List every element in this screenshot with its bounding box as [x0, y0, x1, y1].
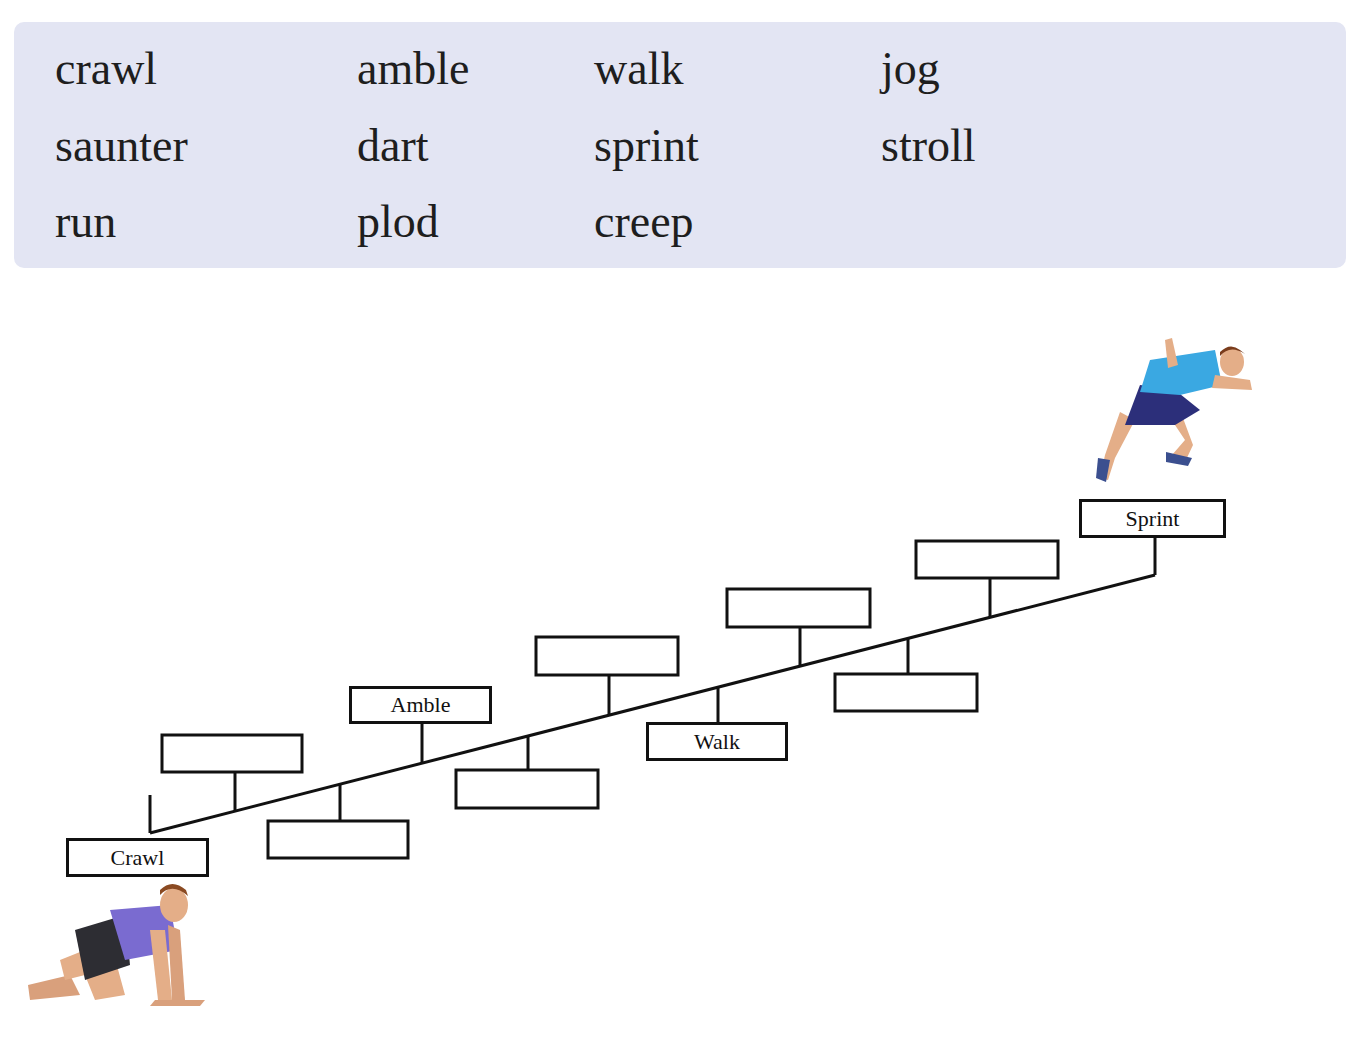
- shoe: [1166, 452, 1192, 466]
- arm: [150, 930, 172, 1000]
- word-bank-word: dart: [357, 120, 429, 172]
- step-label: Sprint: [1126, 506, 1180, 532]
- step-box: Crawl: [66, 838, 209, 877]
- step-box: Amble: [349, 686, 492, 724]
- head: [160, 888, 188, 922]
- hair: [160, 884, 188, 896]
- start-stub: [149, 795, 152, 833]
- shirt: [1140, 350, 1222, 395]
- arm: [1165, 338, 1178, 368]
- word-bank-word: creep: [594, 196, 694, 248]
- step-label: Amble: [391, 692, 451, 718]
- stem: [527, 736, 530, 770]
- word-bank-word: stroll: [881, 120, 976, 172]
- stem: [234, 772, 237, 811]
- diagonal-line: [150, 575, 1155, 833]
- empty-step-box: [536, 637, 678, 675]
- stem: [799, 627, 802, 666]
- empty-step-box: [727, 589, 870, 627]
- empty-step-box: [162, 735, 302, 772]
- stem: [1154, 537, 1157, 575]
- word-bank-word: saunter: [55, 120, 188, 172]
- empty-step-box: [835, 674, 977, 711]
- word-bank-word: crawl: [55, 43, 157, 95]
- empty-step-box: [268, 821, 408, 858]
- word-bank-word: run: [55, 196, 116, 248]
- empty-step-box: [916, 541, 1058, 578]
- hair: [1220, 346, 1245, 356]
- step-box: Sprint: [1079, 499, 1226, 538]
- foot: [28, 975, 80, 1000]
- stem: [608, 675, 611, 715]
- word-bank-word: jog: [881, 43, 940, 95]
- step-box: Walk: [646, 722, 788, 761]
- stem: [421, 723, 424, 764]
- empty-step-box: [456, 770, 598, 808]
- stem: [717, 687, 720, 722]
- word-bank-word: sprint: [594, 120, 699, 172]
- step-label: Crawl: [111, 845, 165, 871]
- word-bank-word: walk: [594, 43, 683, 95]
- word-bank-panel: crawl amble walk jog saunter dart sprint stroll…: [14, 22, 1346, 268]
- crawling-man: [28, 884, 205, 1006]
- hand: [150, 1000, 205, 1006]
- stem: [907, 639, 910, 674]
- sprinter: [1096, 338, 1252, 482]
- shoe: [1096, 458, 1110, 482]
- arm: [168, 925, 185, 1000]
- stem: [989, 578, 992, 617]
- step-label: Walk: [694, 729, 740, 755]
- stem: [339, 784, 342, 821]
- arm: [1212, 375, 1252, 390]
- word-bank-word: plod: [357, 196, 439, 248]
- word-bank-word: amble: [357, 43, 469, 95]
